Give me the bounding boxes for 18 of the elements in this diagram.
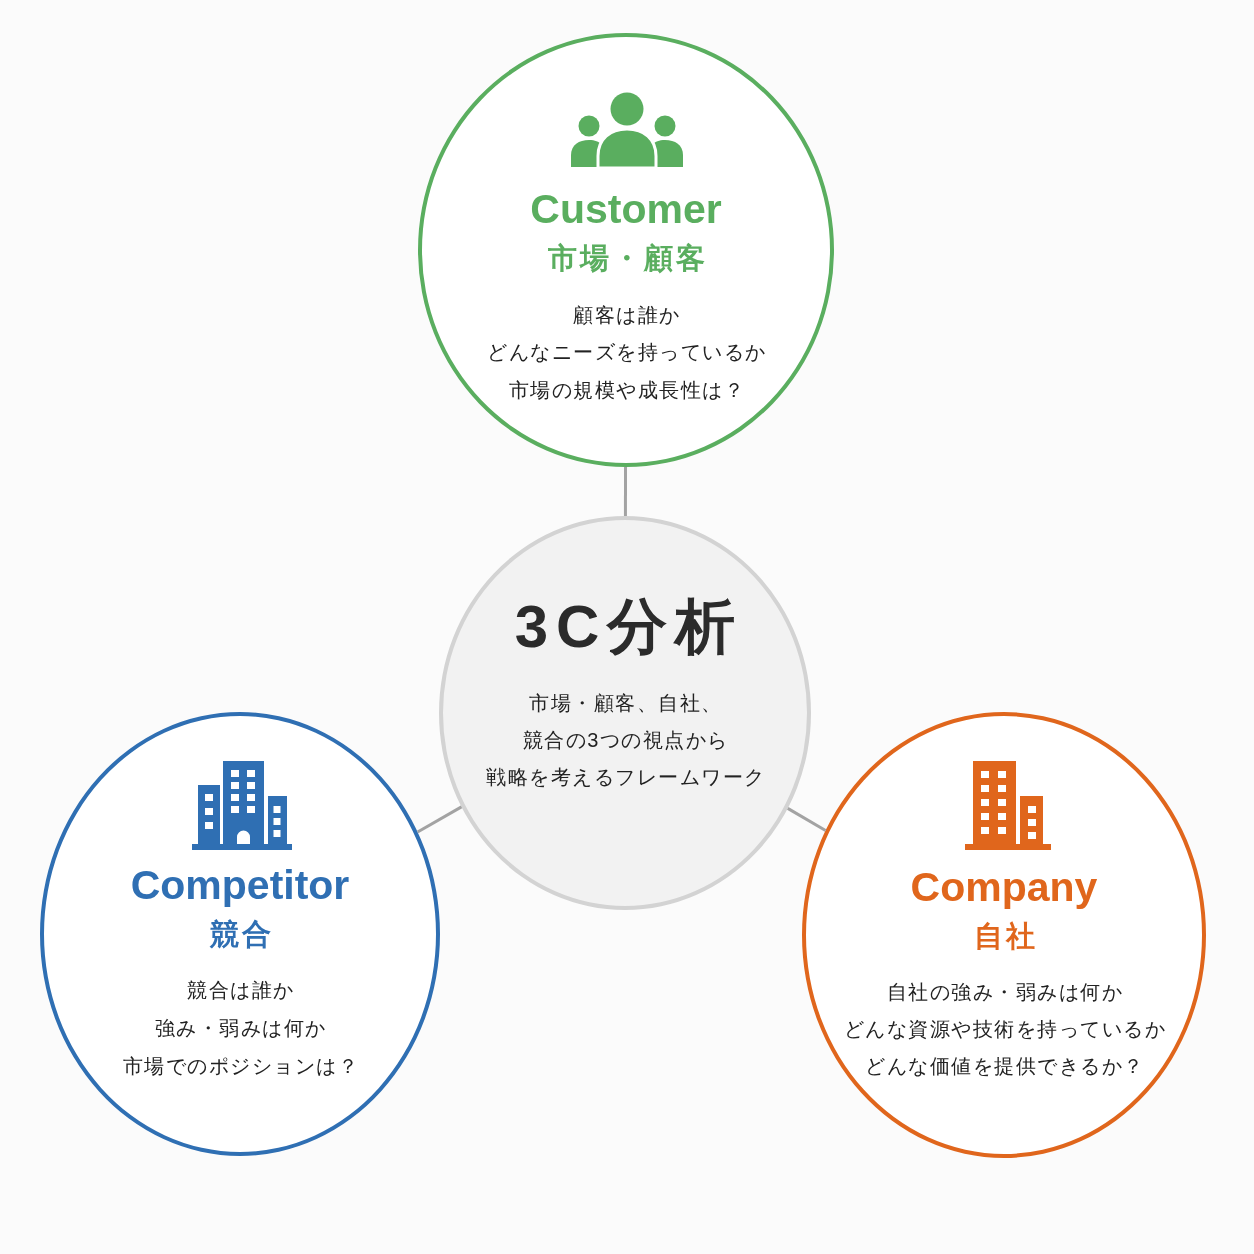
connector-line — [623, 467, 628, 516]
subheading: 自社 — [972, 918, 1038, 954]
question-text: どんな価値を提供できるか？ — [864, 1054, 1145, 1078]
question-text: 強み・弱みは何か — [153, 1016, 327, 1040]
question-text: どんな資源や技術を持っているか — [842, 1017, 1166, 1041]
description-text: 市場・顧客、自社、競合の3つの視点から戦略を考えるフレームワーク — [485, 690, 766, 790]
heading: Customer — [530, 185, 722, 235]
question-text: 自社の強み・弱みは何か — [885, 980, 1123, 1004]
center-title: 3C分析 — [513, 592, 744, 662]
question-text: どんなニーズを持っているか — [486, 340, 767, 364]
question-text: 競合は誰か — [186, 978, 295, 1002]
heading: Competitor — [130, 861, 350, 911]
heading: Company — [910, 863, 1098, 913]
subheading: 競合 — [208, 916, 274, 952]
subheading: 市場・顧客 — [546, 240, 708, 276]
question-text: 市場でのポジションは？ — [121, 1054, 359, 1078]
question-text: 顧客は誰か — [572, 303, 681, 327]
question-text: 市場の規模や成長性は？ — [507, 378, 745, 402]
